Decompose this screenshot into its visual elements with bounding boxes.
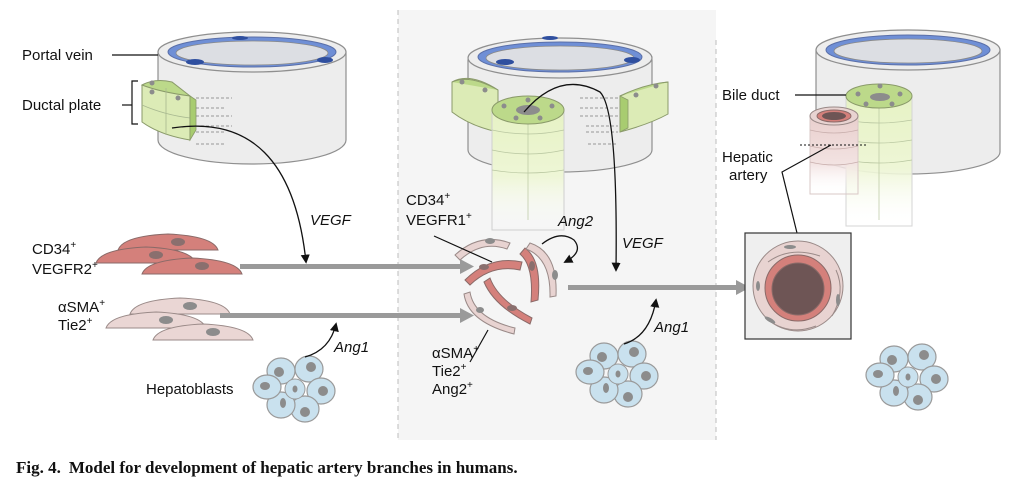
progression-arrow-mural bbox=[220, 313, 462, 318]
endothelial-cells-left bbox=[95, 233, 243, 275]
progression-arrow-to-artery bbox=[568, 285, 738, 290]
mural-cells-left bbox=[105, 297, 254, 341]
progression-arrowhead-mural bbox=[460, 308, 474, 323]
artery-cross-section-inset bbox=[744, 232, 852, 340]
bile-duct-tube-middle bbox=[491, 95, 565, 231]
ang1-label-left: Ang1 bbox=[333, 339, 369, 356]
ang2-signal-label: Ang2 bbox=[557, 213, 594, 230]
vegf-label-left: VEGF bbox=[310, 212, 352, 229]
hepatic-artery-tube bbox=[809, 106, 859, 195]
progression-arrowhead-endothelial bbox=[460, 259, 474, 274]
ductal-plate-middle bbox=[451, 77, 669, 145]
progression-arrowhead-to-artery bbox=[736, 280, 750, 295]
ang2-loop-arrow bbox=[541, 235, 579, 263]
ang1-arrow-middle bbox=[623, 298, 660, 345]
progression-arrow-endothelial bbox=[240, 264, 462, 269]
hepatic-artery-label: Hepatic artery bbox=[722, 149, 777, 184]
cd34-vegfr1-label: CD34+ VEGFR1+ bbox=[406, 186, 472, 229]
ductal-plate-left bbox=[140, 80, 232, 145]
cd34-vegfr1-leader bbox=[433, 235, 493, 263]
ang1-arrow-left bbox=[304, 322, 339, 358]
portal-vein-cylinder-left bbox=[157, 31, 347, 165]
ang1-label-middle: Ang1 bbox=[653, 319, 689, 336]
hepatoblast-cluster-right bbox=[865, 343, 949, 411]
hepatic-artery-leader bbox=[781, 144, 832, 234]
ductal-plate-bracket bbox=[122, 80, 138, 125]
bile-duct-label: Bile duct bbox=[722, 87, 780, 104]
asma-tie2-ang2-leader bbox=[469, 329, 489, 363]
ductal-plate-label: Ductal plate bbox=[22, 97, 101, 114]
sprouting-vessel-cells bbox=[454, 238, 558, 335]
portal-vein-label: Portal vein bbox=[22, 47, 93, 64]
figure-canvas: Portal vein Ductal plate VEGF CD34+ VEGF… bbox=[22, 10, 1001, 440]
vegf-loop-arrow-middle bbox=[523, 83, 621, 272]
figure-caption: Fig. 4. Model for development of hepatic … bbox=[16, 458, 518, 478]
hepatoblast-cluster-left bbox=[252, 355, 336, 423]
cd34-vegfr2-label: CD34+ VEGFR2+ bbox=[32, 235, 98, 278]
vegf-label-middle: VEGF bbox=[622, 235, 664, 252]
asma-tie2-ang2-label: αSMA+ Tie2+ Ang2+ bbox=[432, 339, 483, 398]
hepatoblasts-label: Hepatoblasts bbox=[146, 381, 234, 398]
figure-caption-number: Fig. 4. bbox=[16, 458, 61, 477]
vegf-arrow-left bbox=[171, 125, 310, 264]
asma-tie2-label-left: αSMA+ Tie2+ bbox=[58, 293, 109, 334]
figure-caption-text: Model for development of hepatic artery … bbox=[68, 458, 518, 477]
